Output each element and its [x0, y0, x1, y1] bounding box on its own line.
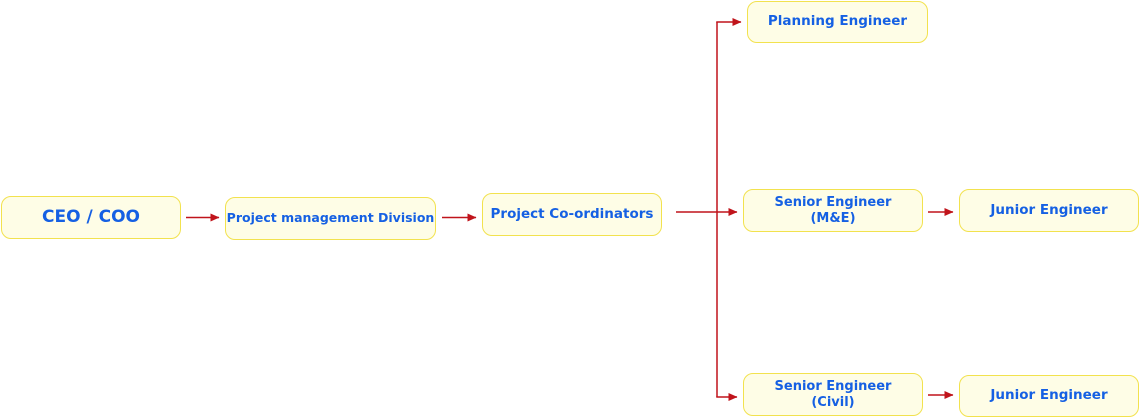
node-ceo-coo: CEO / COO: [1, 196, 181, 239]
node-senior-engineer-me: Senior Engineer (M&E): [743, 189, 923, 232]
node-project-management-division: Project management Division: [225, 197, 436, 240]
node-junior-engineer-civil: Junior Engineer: [959, 375, 1139, 417]
node-project-coordinators: Project Co-ordinators: [482, 193, 662, 236]
node-senior-engineer-civil: Senior Engineer (Civil): [743, 373, 923, 416]
node-planning-engineer: Planning Engineer: [747, 1, 928, 43]
node-junior-engineer-me: Junior Engineer: [959, 189, 1139, 232]
